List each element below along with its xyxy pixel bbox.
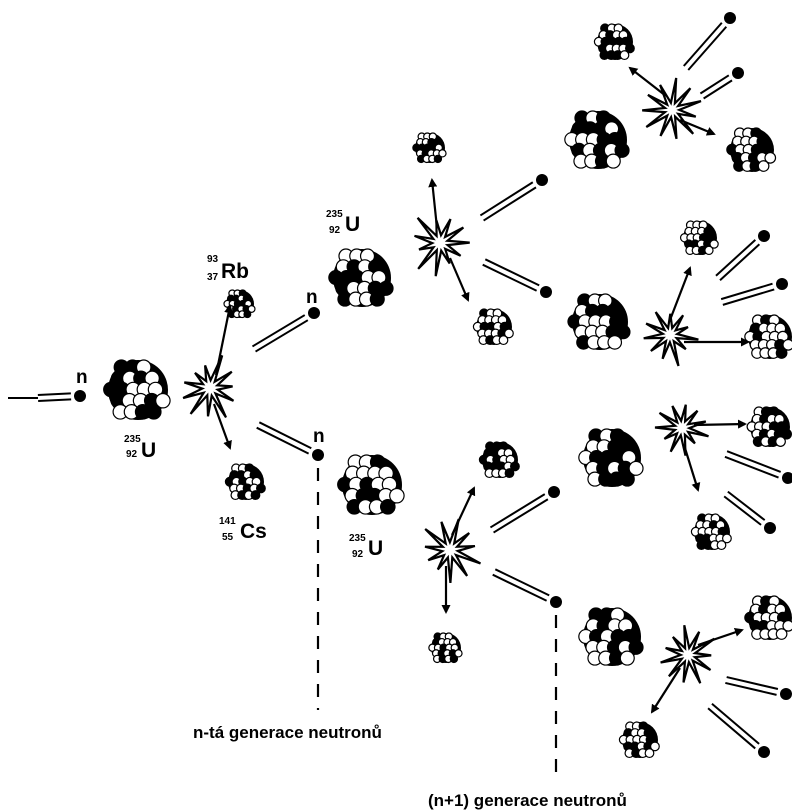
rb93-symbol: Rb — [221, 260, 249, 283]
u235-atomic-number: 92 — [126, 449, 138, 460]
topright-fission-explosion — [642, 77, 702, 140]
uppermid-fragment-nucleus-top — [679, 220, 719, 256]
lowermid-fission-explosion — [654, 404, 709, 456]
emitted-neutron-lower — [256, 421, 324, 461]
bottomright-fragment-nucleus-bottom — [618, 721, 660, 759]
u235-mass-number: 235 — [349, 533, 366, 544]
lower-u235-nucleus — [337, 454, 405, 515]
topright-fragment-arrow-up — [628, 66, 667, 97]
upper-neutron-2 — [482, 258, 552, 298]
initial-u235-nucleus — [103, 359, 171, 420]
incoming-neutron-label: n — [76, 367, 88, 388]
lower-fragment-arrow-up — [451, 486, 476, 536]
u235-atomic-number: 92 — [352, 549, 364, 560]
emitted-neutron-upper — [251, 307, 320, 353]
topright-neutron-1 — [682, 12, 736, 71]
lowermid-fragment-arrow-right — [693, 419, 747, 429]
bottomright-u235-nucleus — [578, 607, 644, 666]
incoming-neutron — [37, 390, 86, 402]
cs141-nucleus — [224, 463, 266, 501]
rb93-atomic-number: 37 — [207, 272, 219, 283]
initial-u235-label: 235 92 U — [124, 434, 156, 462]
uppermid-fragment-arrow-up — [668, 266, 692, 321]
lowermid-neutron-1 — [724, 450, 792, 484]
bottomright-fragment-arrow-up — [697, 627, 744, 647]
nuclei-layer — [103, 23, 792, 759]
lower-fragment-nucleus-bottom — [428, 632, 463, 664]
uppermid-fragment-nucleus-right — [744, 314, 792, 359]
topright-fragment-nucleus-top — [593, 23, 635, 61]
neutrons-layer — [8, 12, 792, 758]
topright-fragment-arrow-down — [679, 118, 716, 136]
nth-generation-caption: n-tá generace neutronů — [193, 723, 382, 742]
u235-symbol: U — [345, 213, 360, 236]
upper-fragment-arrow-up — [428, 178, 439, 229]
u235-atomic-number: 92 — [329, 225, 341, 236]
cs141-atomic-number: 55 — [222, 532, 234, 543]
upper-u235-label: 235 92 U — [326, 209, 360, 236]
upper-fragment-arrow-down — [448, 257, 470, 302]
topright-neutron-2 — [699, 67, 744, 100]
upper-fragment-nucleus-bottom — [472, 308, 514, 346]
cs-fragment-arrow — [212, 403, 232, 450]
fragment-arrows-layer — [212, 66, 750, 714]
upper-fragment-nucleus-top — [412, 132, 447, 164]
lowermid-u235-nucleus — [578, 428, 644, 487]
upper-neutron-label: n — [306, 287, 318, 308]
rb93-label: 93 37 Rb — [207, 254, 249, 283]
bottomright-fission-explosion — [660, 624, 716, 684]
uppermid-fission-explosion — [643, 311, 699, 367]
bottomright-fragment-arrow-down — [650, 667, 681, 714]
u235-symbol: U — [368, 537, 383, 560]
upper-u235-nucleus — [328, 248, 394, 307]
topright-u235-nucleus — [564, 110, 630, 169]
upper-neutron-1 — [479, 174, 548, 222]
cs141-label: 141 55 Cs — [219, 516, 267, 543]
lowermid-fragment-nucleus-right — [746, 406, 792, 447]
n1-generation-caption: (n+1) generace neutronů — [428, 791, 627, 810]
lower-neutron-label: n — [313, 426, 325, 447]
lowermid-fragment-nucleus-bottom — [690, 513, 732, 551]
lower-fragment-nucleus-top — [478, 441, 520, 479]
bottomright-fragment-nucleus-right — [744, 595, 792, 640]
u235-mass-number: 235 — [326, 209, 343, 220]
lowermid-fragment-arrow-down — [682, 444, 701, 492]
bottomright-neutron-1 — [725, 676, 792, 700]
first-fission-explosion — [182, 354, 235, 419]
lower-u235-label: 235 92 U — [349, 533, 383, 560]
lower-fission-explosion — [424, 518, 482, 584]
fission-explosions-layer — [182, 77, 716, 684]
uppermid-u235-nucleus — [567, 293, 631, 350]
lower-neutron-1 — [489, 486, 560, 534]
uppermid-neutron-2 — [720, 278, 788, 306]
uppermid-neutron-1 — [715, 230, 770, 281]
rb-fragment-arrow — [214, 304, 234, 376]
upper-fission-explosion — [414, 217, 470, 277]
cs141-mass-number: 141 — [219, 516, 236, 527]
topright-fragment-nucleus-bottom — [726, 127, 777, 172]
u235-mass-number: 235 — [124, 434, 141, 445]
rb93-mass-number: 93 — [207, 254, 219, 265]
u235-symbol: U — [141, 439, 156, 462]
lower-neutron-2 — [492, 568, 562, 608]
lowermid-neutron-2 — [723, 490, 776, 534]
bottomright-neutron-2 — [707, 702, 770, 758]
cs141-symbol: Cs — [240, 520, 267, 543]
